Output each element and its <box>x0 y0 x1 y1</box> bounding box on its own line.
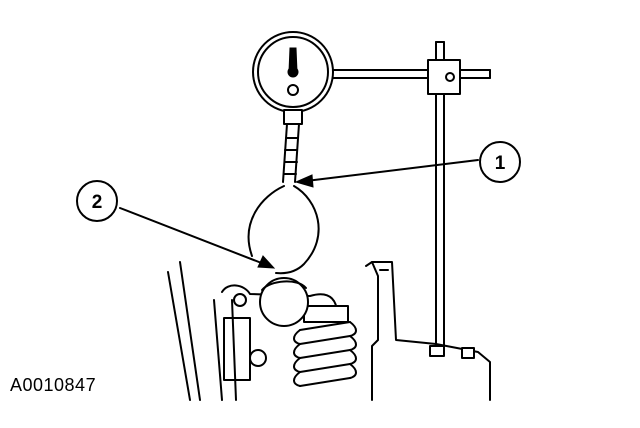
stand-clamp <box>427 59 461 95</box>
leader-line-1 <box>294 159 479 188</box>
cylinder-head <box>167 261 491 401</box>
callout-1: 1 <box>479 141 521 183</box>
stand-arm <box>329 69 491 79</box>
leader-line-2 <box>119 207 276 269</box>
valve-spring <box>293 305 357 387</box>
dial-indicator <box>252 31 334 183</box>
callout-2: 2 <box>76 180 118 222</box>
indicator-contact-loop <box>247 185 320 275</box>
callout-1-label: 1 <box>495 153 506 174</box>
figure-id: A0010847 <box>10 375 97 395</box>
callout-2-label: 2 <box>92 192 103 213</box>
camshaft-lobe <box>259 277 309 327</box>
